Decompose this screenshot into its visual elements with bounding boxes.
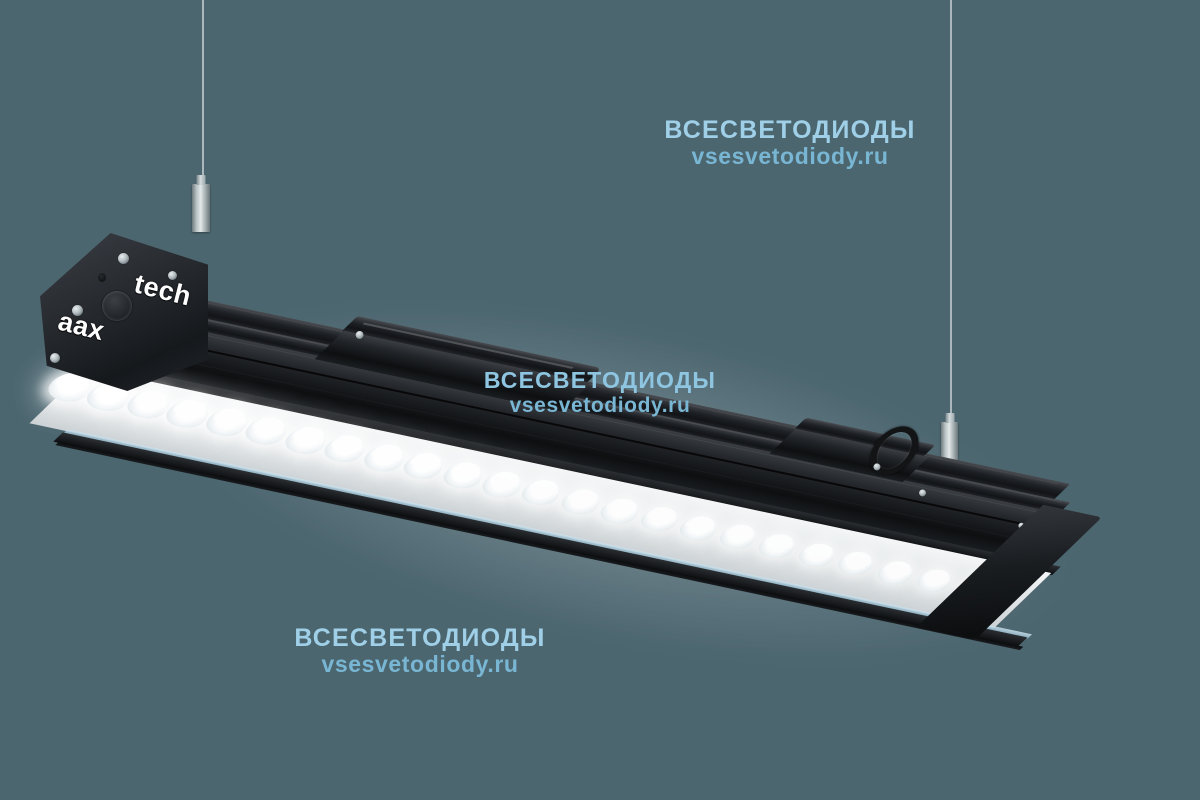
watermark-line2: vsesvetodiody.ru [691, 143, 889, 169]
cable-gripper-neck-left [196, 175, 206, 185]
watermark-center: ВСЕСВЕТОДИОДЫ vsesvetodiody.ru [450, 367, 750, 417]
cable-wire-left [202, 0, 204, 186]
endcap-screw-left [72, 305, 83, 316]
left-end-cap-assembly: aax tech [40, 233, 240, 413]
watermark-line2: vsesvetodiody.ru [321, 651, 519, 677]
led-luminaire: aax tech [29, 233, 1152, 724]
watermark-bottom-left: ВСЕСВЕТОДИОДЫ vsesvetodiody.ru [260, 624, 580, 678]
watermark-line1: ВСЕСВЕТОДИОДЫ [664, 116, 916, 144]
cable-gripper-right [941, 413, 958, 466]
watermark-line1: ВСЕСВЕТОДИОДЫ [483, 367, 717, 393]
cable-gripper-neck-right [945, 413, 954, 423]
endcap-screw-right [168, 271, 177, 280]
endcap-screw-top [118, 253, 129, 264]
watermark-line2: vsesvetodiody.ru [509, 393, 691, 417]
watermark-line1: ВСЕСВЕТОДИОДЫ [294, 624, 546, 652]
cable-wire-right [950, 0, 952, 424]
endcap-screw-bottom-left [50, 353, 60, 363]
watermark-top-right: ВСЕСВЕТОДИОДЫ vsesvetodiody.ru [630, 116, 950, 170]
endcap-vent-hole [98, 273, 106, 282]
cable-gripper-left [192, 175, 210, 232]
